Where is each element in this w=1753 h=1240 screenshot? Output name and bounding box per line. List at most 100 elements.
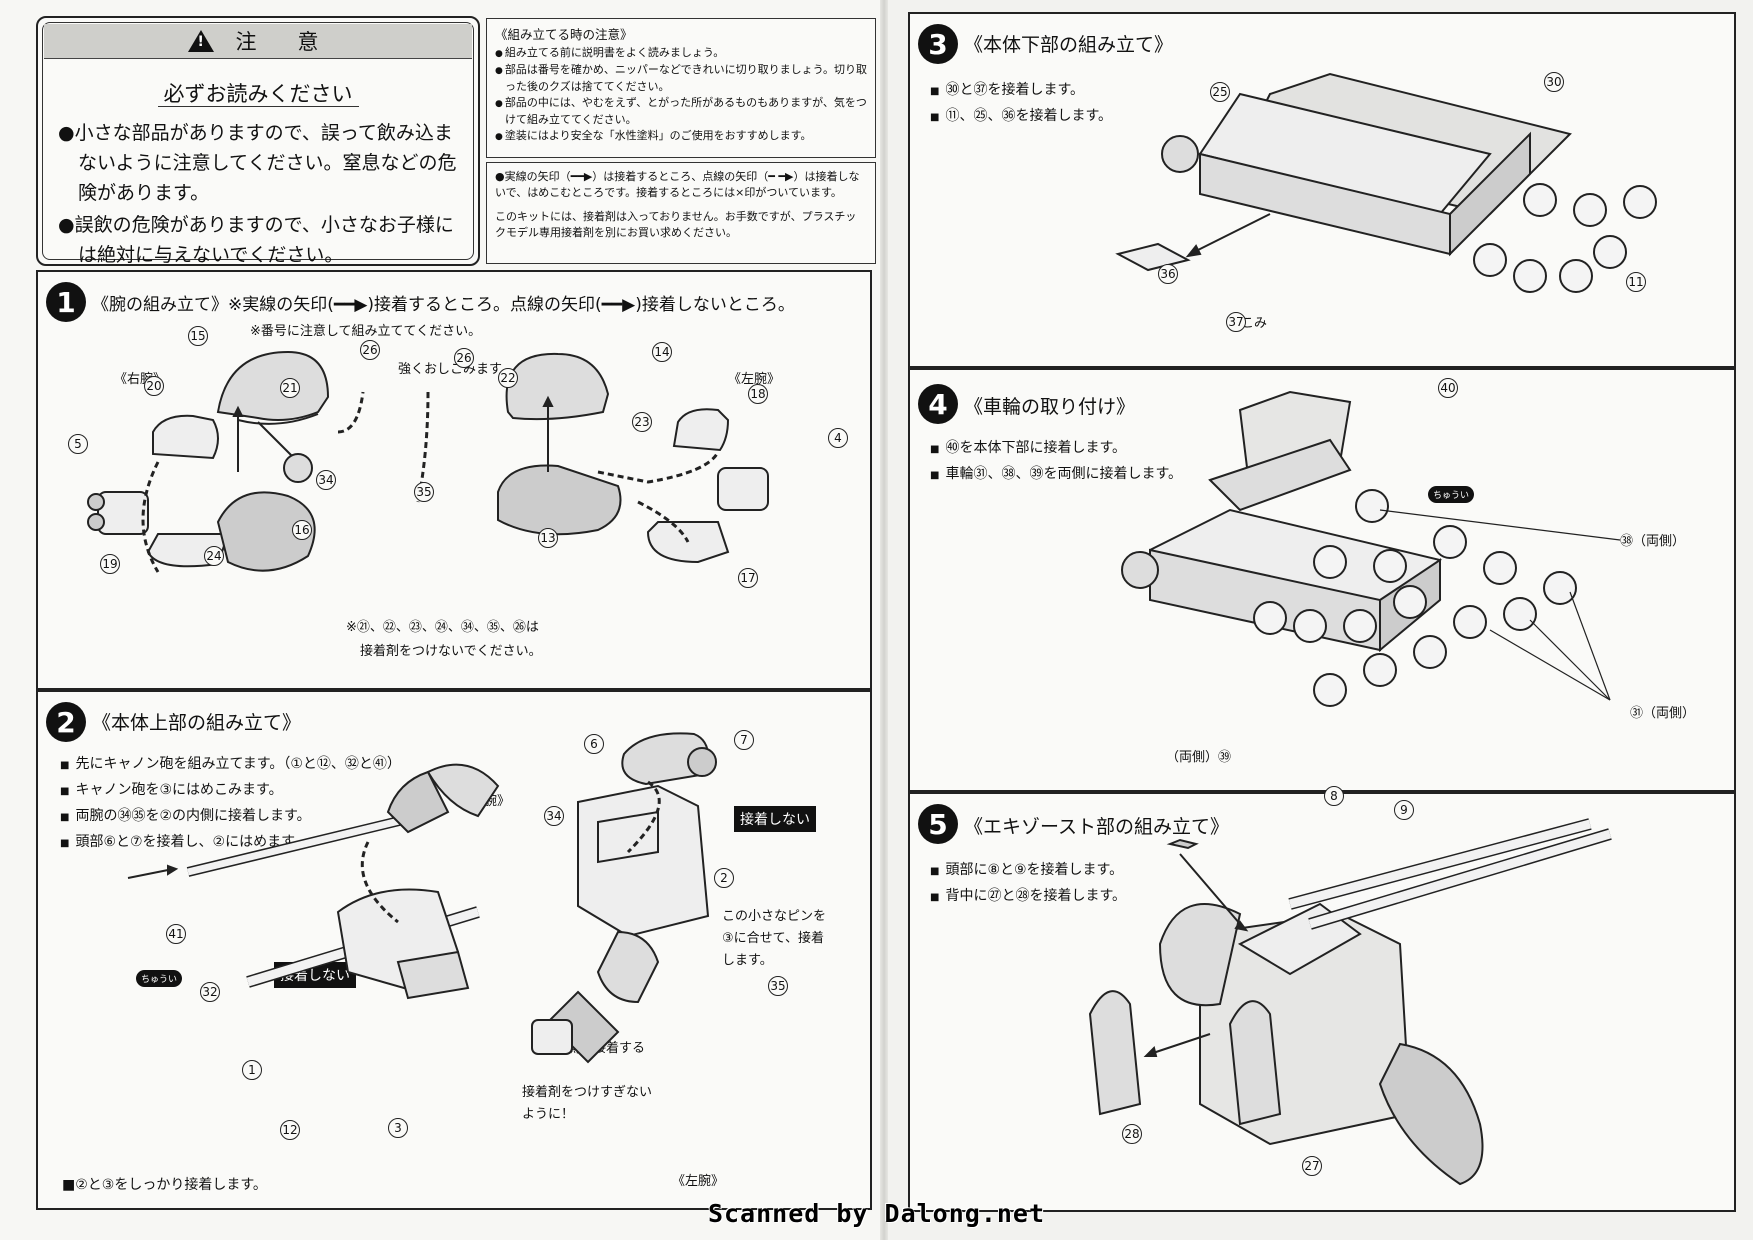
- part-number: 18: [748, 384, 768, 404]
- step1-title: 《腕の組み立て》※実線の矢印(━━▶)接着するところ。点線の矢印(━━▶)接着し…: [92, 295, 795, 315]
- part-number: 34: [544, 806, 564, 826]
- part-number: 35: [768, 976, 788, 996]
- wheel-label: ㊳（両側）: [1620, 534, 1686, 549]
- step5-number: 5: [918, 804, 958, 844]
- step2-number: 2: [46, 702, 86, 742]
- part-number: 30: [1544, 72, 1564, 92]
- part-number: 28: [1122, 1124, 1142, 1144]
- step5-diagram: [1088, 818, 1612, 1186]
- step3-panel: 3 《本体下部の組み立て》 ㉚と㊲を接着します。 ⑪、㉕、㊱を接着します。 へこ…: [908, 12, 1736, 368]
- assembly-note: 塗装にはより安全な「水性塗料」のご使用をおすすめします。: [495, 128, 867, 145]
- step4-panel: 4 《車輪の取り付け》 ㊵を本体下部に接着します。 車輪㉛、㊳、㊴を両側に接着し…: [908, 368, 1736, 792]
- step4-bullet: 車輪㉛、㊳、㊴を両側に接着します。: [930, 462, 1182, 488]
- part-number: 34: [316, 470, 336, 490]
- step1-panel: 1 《腕の組み立て》※実線の矢印(━━▶)接着するところ。点線の矢印(━━▶)接…: [36, 270, 872, 690]
- assembly-notes-box: 《組み立てる時の注意》 組み立てる前に説明書をよく読みましょう。 部品は番号を確…: [486, 18, 876, 158]
- part-number: 40: [1438, 378, 1458, 398]
- part-number: 6: [584, 734, 604, 754]
- part-number: 27: [1302, 1156, 1322, 1176]
- step4-title: 《車輪の取り付け》: [964, 396, 1136, 418]
- step2-left-arm-label: 《左腕》: [672, 1174, 725, 1189]
- assembly-note: 組み立てる前に説明書をよく読みましょう。: [495, 45, 867, 62]
- part-number: 7: [734, 730, 754, 750]
- part-number: 11: [1626, 272, 1646, 292]
- wheel-label: （両側）㊴: [1166, 750, 1232, 765]
- part-number: 36: [1158, 264, 1178, 284]
- part-number: 24: [204, 546, 224, 566]
- part-number: 26: [454, 348, 474, 368]
- step1-push-note: 強くおしこみます。: [398, 362, 514, 377]
- part-number: 14: [652, 342, 672, 362]
- part-number: 8: [1324, 786, 1344, 806]
- part-number: 26: [360, 340, 380, 360]
- step3-bullet: ⑪、㉕、㊱を接着します。: [930, 104, 1112, 130]
- step1-no-glue-note: ※㉑、㉒、㉓、㉔、㉞、㉟、㉖は: [346, 620, 539, 635]
- part-number: 35: [414, 482, 434, 502]
- step3-number: 3: [918, 24, 958, 64]
- part-number: 1: [242, 1060, 262, 1080]
- assembly-note: 部品の中には、やむをえず、とがった所があるものもありますが、気をつけて組み立てて…: [495, 95, 867, 128]
- part-number: 25: [1210, 82, 1230, 102]
- caution-title: 注 意: [235, 30, 329, 54]
- arrow-legend-box: ●実線の矢印（━━▶）は接着するところ、点線の矢印（━ ━▶）は接着しないで、は…: [486, 162, 876, 264]
- step2-diagram: [127, 732, 717, 1064]
- part-number: 15: [188, 326, 208, 346]
- step5-bullet: 背中に㉗と㉘を接着します。: [930, 884, 1126, 910]
- step5-bullet: 頭部に⑧と⑨を接着します。: [930, 858, 1126, 884]
- scan-credit: Scanned by Dalong.net: [707, 1199, 1046, 1228]
- part-number: 9: [1394, 800, 1414, 820]
- part-number: 32: [200, 982, 220, 1002]
- step2-bullet: 先にキャノン砲を組み立てます。（①と⑫、㉜と㊶）: [60, 752, 400, 778]
- caution-item: ●誤飲の危険がありますので、小さなお子様には絶対に与えないでください。: [58, 214, 454, 266]
- part-number: 21: [280, 378, 300, 398]
- part-number: 19: [100, 554, 120, 574]
- part-number: 13: [538, 528, 558, 548]
- caution-subtitle: 必ずお読みください: [38, 78, 478, 108]
- step3-diagram: [1115, 72, 1657, 293]
- arrow-legend-note: ●実線の矢印（━━▶）は接着するところ、点線の矢印（━ ━▶）は接着しないで、は…: [495, 170, 860, 199]
- part-number: 16: [292, 520, 312, 540]
- part-number: 5: [68, 434, 88, 454]
- caution-items: ●小さな部品がありますので、誤って飲み込まないように注意してください。窒息などの…: [58, 118, 462, 272]
- caution-tag: ちゅうい: [136, 970, 183, 987]
- part-number: 22: [498, 368, 518, 388]
- part-number: 2: [714, 868, 734, 888]
- step1-diagram: [87, 350, 769, 573]
- part-number: 3: [388, 1118, 408, 1138]
- assembly-note: 部品は番号を確かめ、ニッパーなどできれいに切り取りましょう。切り取った後のクズは…: [495, 62, 867, 95]
- step2-title: 《本体上部の組み立て》: [92, 712, 302, 734]
- step3-bullet: ㉚と㊲を接着します。: [930, 78, 1112, 104]
- step5-title: 《エキゾースト部の組み立て》: [964, 816, 1230, 838]
- no-glue-tag: 接着しない: [734, 806, 816, 832]
- step1-no-glue-note: 接着剤をつけないでください。: [360, 644, 542, 659]
- step1-note: ※番号に注意して組み立ててください。: [250, 324, 482, 339]
- step4-bullet: ㊵を本体下部に接着します。: [930, 436, 1182, 462]
- part-number: 4: [828, 428, 848, 448]
- step2-bullets: 先にキャノン砲を組み立てます。（①と⑫、㉜と㊶） キャノン砲を③にはめこみます。…: [60, 752, 401, 856]
- step2-bullet: キャノン砲を③にはめこみます。: [60, 778, 401, 804]
- part-number: 23: [632, 412, 652, 432]
- step2-panel: 2 《本体上部の組み立て》 先にキャノン砲を組み立てます。（①と⑫、㉜と㊶） キ…: [36, 690, 872, 1210]
- step5-panel: 5 《エキゾースト部の組み立て》 頭部に⑧と⑨を接着します。 背中に㉗と㉘を接着…: [908, 786, 1736, 1212]
- caution-header: 注 意: [44, 24, 472, 59]
- step2-final-note: ■②と③をしっかり接着します。: [62, 1177, 267, 1193]
- part-number: 37: [1226, 312, 1246, 332]
- caution-box: 注 意 必ずお読みください ●小さな部品がありますので、誤って飲み込まないように…: [36, 16, 480, 266]
- assembly-notes-heading: 《組み立てる時の注意》: [495, 27, 633, 42]
- part-number: 17: [738, 568, 758, 588]
- part-number: 12: [280, 1120, 300, 1140]
- step2-bullet: 頭部⑥と⑦を接着し、②にはめます。: [60, 830, 401, 856]
- step3-title: 《本体下部の組み立て》: [964, 34, 1174, 56]
- step4-diagram: [1121, 390, 1621, 707]
- step3-bullets: ㉚と㊲を接着します。 ⑪、㉕、㊱を接着します。: [930, 78, 1112, 130]
- step5-bullets: 頭部に⑧と⑨を接着します。 背中に㉗と㉘を接着します。: [930, 858, 1126, 910]
- part-number: 20: [144, 376, 164, 396]
- glue-caution-note: 接着剤をつけすぎないように！: [522, 1085, 653, 1122]
- wheel-label: ㉛（両側）: [1630, 706, 1696, 721]
- caution-tag: ちゅうい: [1428, 486, 1475, 503]
- step1-number: 1: [46, 282, 86, 322]
- warning-icon: [187, 30, 214, 52]
- step4-number: 4: [918, 384, 958, 424]
- step1-left-arm-label: 《左腕》: [728, 372, 781, 387]
